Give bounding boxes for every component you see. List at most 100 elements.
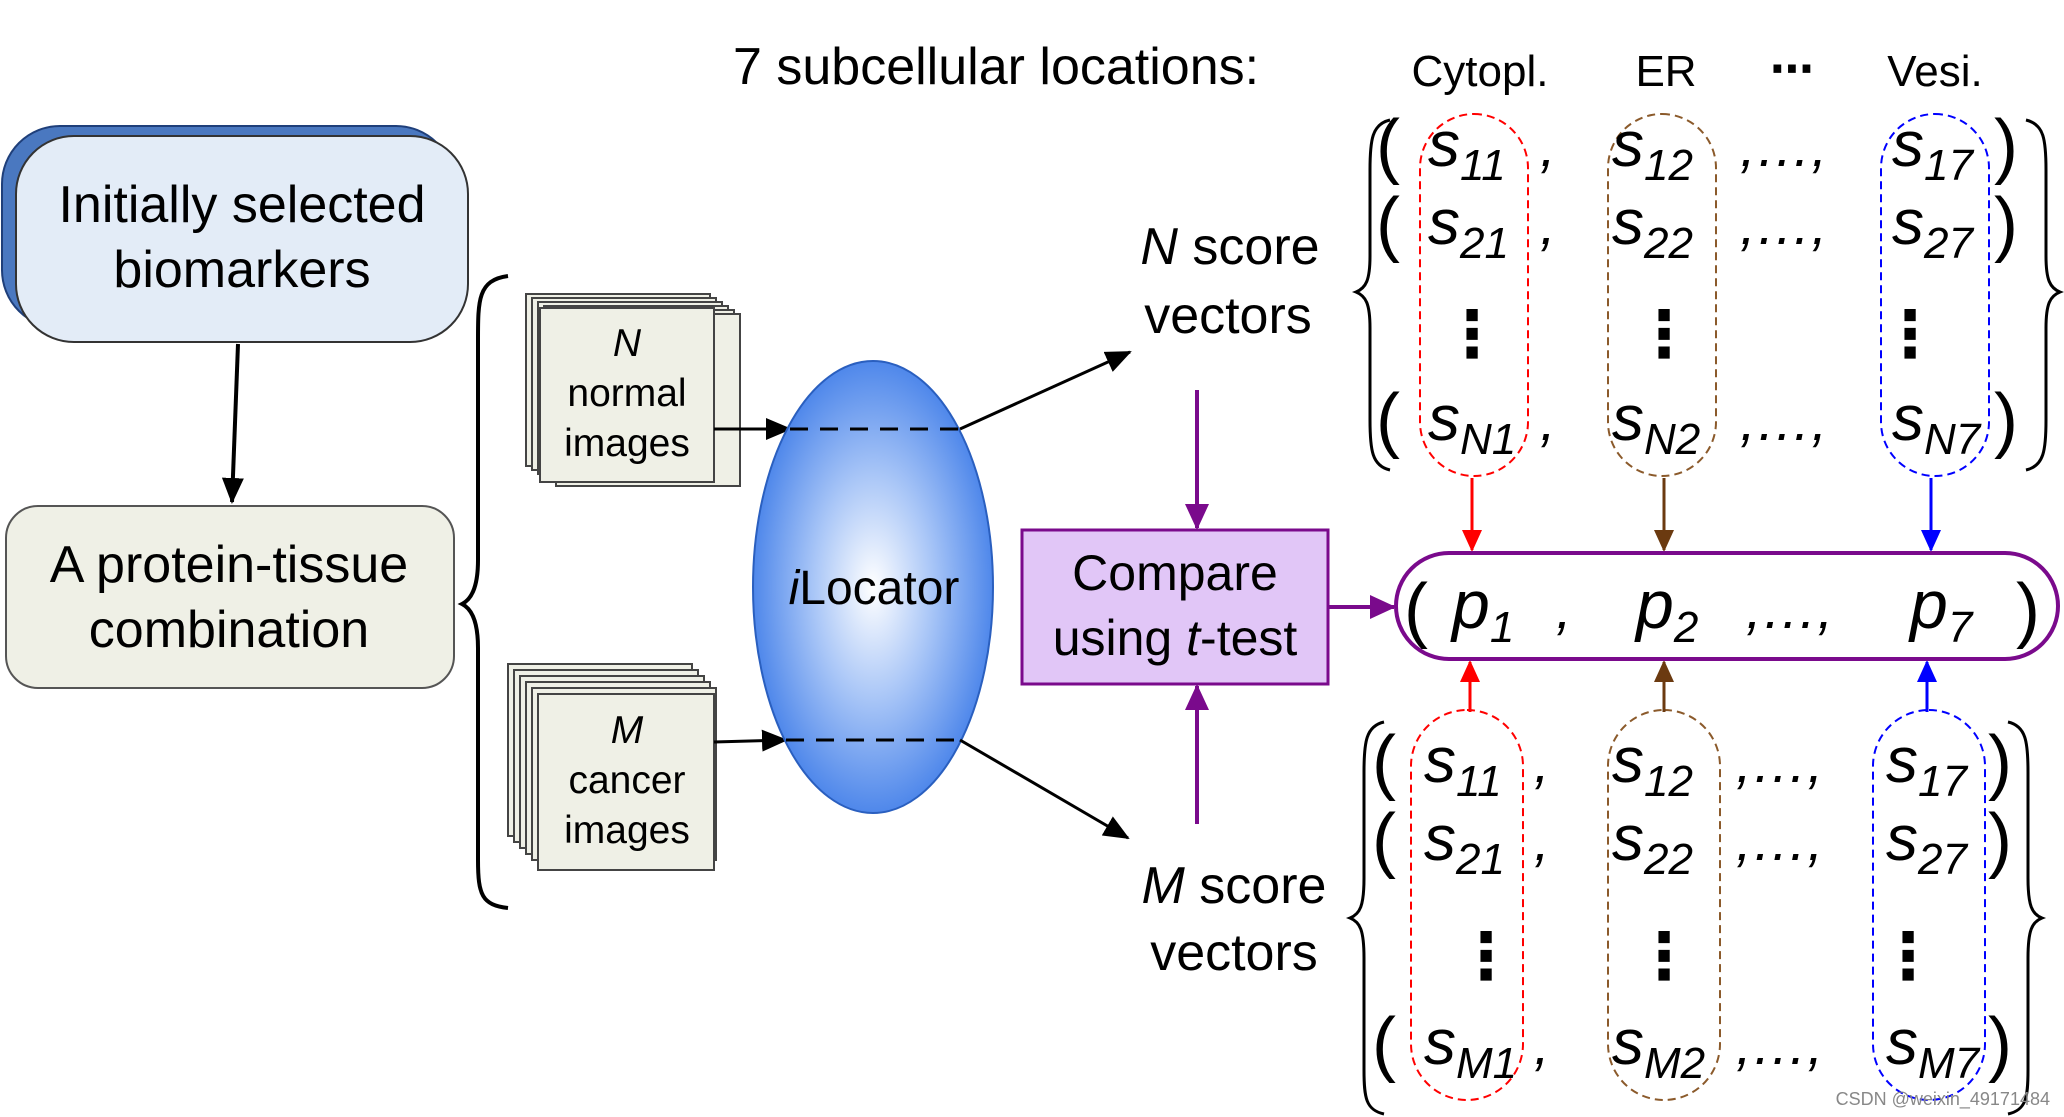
compare-line-1: Compare [1072,545,1278,601]
bottom-matrix-vdots-col-2: ⋮ [1632,920,1696,992]
bottom-matrix-row-2-col-2-entry: s22 [1612,802,1693,884]
pvector-open-paren: ( [1404,570,1428,650]
column-label-cytopl: Cytopl. [1412,47,1549,96]
top-col-7-oval [1880,113,1990,477]
start-box-line-2: biomarkers [113,241,370,299]
n-score-vectors-line-1: N score [1140,218,1319,276]
top-matrix-row-2-close-paren: ) [1994,184,2018,264]
top-matrix-row-last-comma: , [1540,389,1556,452]
bottom-matrix-row-1-close-paren: ) [1988,722,2012,802]
compare-box [1020,528,1330,686]
pvector-content: () p1 p2 p7, ,…, [1404,567,2040,652]
ilocator-ellipse [752,360,994,814]
top-matrix-row-1-col-1-entry: s11 [1428,108,1506,190]
m-score-vectors-line-1: M score [1142,857,1327,915]
combo-box-line-1: A protein-tissue [50,536,408,594]
n-score-vectors-line-2: vectors [1144,287,1312,345]
cancer-images-front [537,693,715,871]
top-matrix-row-2-comma: , [1540,193,1556,256]
header-title: 7 subcellular locations: [733,38,1259,96]
bottom-matrix-row-last-col-2-entry: sM2 [1612,1006,1705,1088]
bottom-matrix-row-1-ellipsis: ,…, [1736,731,1823,794]
bottom-matrix-row-last-col-7-entry: sM7 [1886,1006,1981,1088]
column-label-ellipsis: ⋯ [1770,45,1814,94]
top-matrix-row-2-col-7-entry: s27 [1892,186,1974,268]
cancer-images-label-2: images [564,809,690,852]
bottom-matrix-vdots-col-1: ⋮ [1454,920,1518,992]
bottom-matrix-row-last-ellipsis: ,…, [1736,1013,1823,1076]
top-matrix-row-2-col-1-entry: s21 [1428,186,1509,268]
normal-images-label-2: images [564,422,690,465]
column-label-er: ER [1635,47,1696,96]
top-col-2-oval [1607,113,1717,477]
bottom-matrix-row-1-col-7-entry: s17 [1886,724,1968,806]
bottom-matrix-row-2-open-paren: ( [1372,800,1396,880]
ilocator-label: iLocator [789,562,960,615]
top-matrix-row-1-col-2-entry: s12 [1612,108,1693,190]
bottom-matrix-row-1-col-1-entry: s11 [1424,724,1502,806]
top-matrix-row-last-ellipsis: ,…, [1740,389,1827,452]
pvector-box [1394,551,2060,661]
normal-images-n: N [613,322,642,365]
pvector-ellipsis: ,…, [1746,577,1833,640]
bottom-matrix-row-2-close-paren: ) [1988,800,2012,880]
bottom-matrix-vdots-col-7: ⋮ [1876,920,1940,992]
bottom-matrix-row-2-col-7-entry: s27 [1886,802,1968,884]
locator-to-m-scores-arrow [959,738,1130,840]
bottom-matrix-row-2-col-1-entry: s21 [1424,802,1505,884]
bottom-score-matrix: () s11 s12 s17, ,…, () s21 s22 s27, ,…, () sM1 sM2 sM… [1372,722,2012,1088]
cancer-images-label: cancer [568,759,685,802]
cancer-images-m: M [611,709,644,752]
start-box [15,135,469,343]
top-matrix-row-2-ellipsis: ,…, [1740,193,1827,256]
pvector-entry-7: p7 [1908,567,1974,652]
normal-images-front [539,307,715,483]
combo-box [5,505,455,689]
start-to-combo-arrow [221,343,244,504]
pvector-close-paren: ) [2016,570,2040,650]
top-matrix-vdots-col-7: ⋮ [1878,298,1942,370]
bottom-left-brace [1345,720,1385,1116]
bottom-matrix-row-2-comma: , [1534,809,1550,872]
top-matrix-row-1-ellipsis: ,…, [1740,115,1827,178]
top-matrix-row-1-col-7-entry: s17 [1892,108,1974,190]
cancer-to-locator-arrow [713,729,788,752]
top-matrix-row-last-col-7-entry: sN7 [1892,382,1982,464]
top-right-brace [2025,118,2064,472]
watermark: CSDN @weixin_49171484 [1836,1089,2050,1110]
bottom-matrix-row-last-col-1-entry: sM1 [1424,1006,1517,1088]
pvector-comma: , [1556,577,1572,640]
top-matrix-row-2-col-2-entry: s22 [1612,186,1693,268]
top-col-1-oval [1419,113,1529,477]
bottom-matrix-row-2-ellipsis: ,…, [1736,809,1823,872]
bottom-matrix-row-1-open-paren: ( [1372,722,1396,802]
top-matrix-row-1-close-paren: ) [1994,106,2018,186]
bottom-matrix-row-last-close-paren: ) [1988,1004,2012,1084]
pvector-entry-1: p1 [1450,567,1514,652]
combo-box-line-2: combination [89,601,369,659]
start-box-line-1: Initially selected [58,176,425,234]
normal-images-label: normal [567,372,686,415]
top-matrix-vdots-col-1: ⋮ [1440,298,1504,370]
top-matrix-row-last-col-2-entry: sN2 [1612,382,1700,464]
top-matrix-row-last-col-1-entry: sN1 [1428,382,1516,464]
bottom-matrix-row-1-comma: , [1534,731,1550,794]
left-curly-brace [457,274,509,910]
bottom-matrix-row-1-col-2-entry: s12 [1612,724,1693,806]
bottom-col-1-oval [1410,709,1524,1101]
m-score-vectors-line-2: vectors [1150,924,1318,982]
locator-to-n-scores-arrow [959,350,1132,431]
top-matrix-row-last-open-paren: ( [1376,380,1400,460]
top-matrix-row-1-comma: , [1540,115,1556,178]
top-matrix-row-last-close-paren: ) [1994,380,2018,460]
bottom-matrix-row-last-comma: , [1534,1013,1550,1076]
bottom-matrix-row-last-open-paren: ( [1372,1004,1396,1084]
top-matrix-row-1-open-paren: ( [1376,106,1400,186]
pvector-entry-2: p2 [1634,567,1698,652]
top-left-brace [1351,118,1391,472]
compare-line-2: using t-test [1053,610,1298,666]
top-matrix-vdots-col-2: ⋮ [1632,298,1696,370]
bottom-col-7-oval [1872,709,1986,1101]
